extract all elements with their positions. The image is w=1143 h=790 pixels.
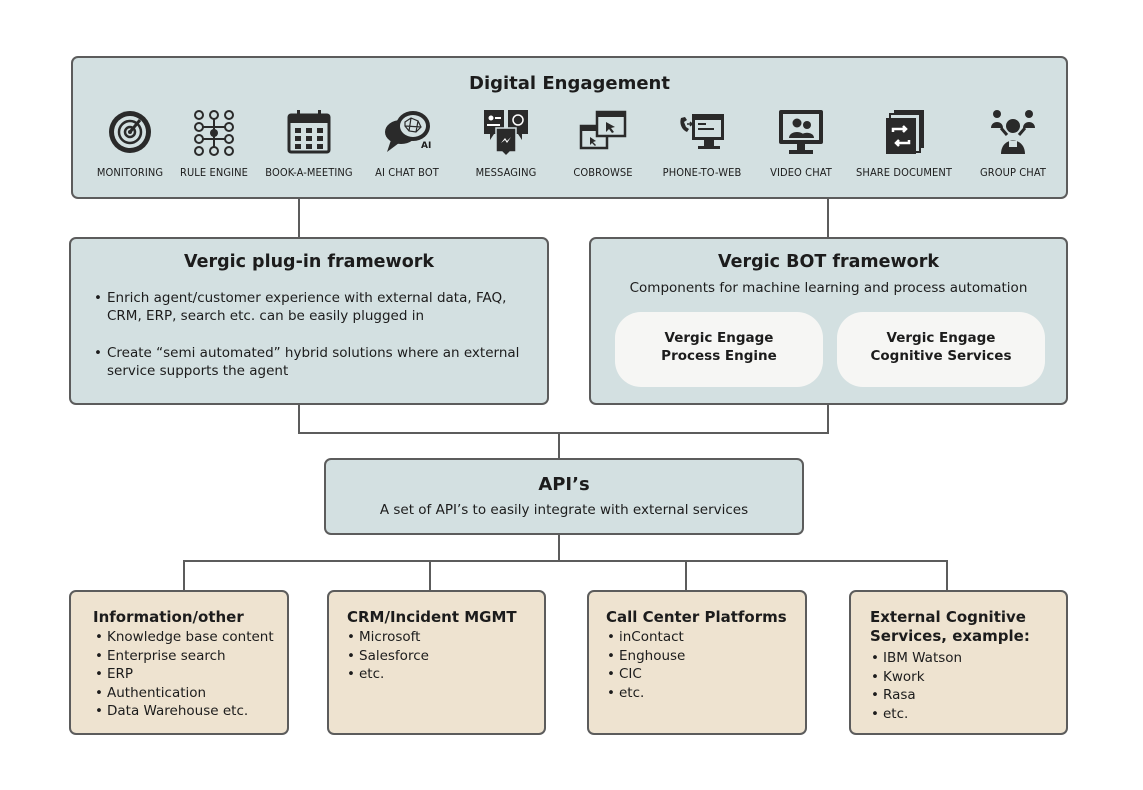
- list-item: Enterprise search: [95, 647, 274, 666]
- integration-list: Knowledge base content Enterprise search…: [95, 628, 274, 721]
- channel-rule-engine: RULE ENGINE: [154, 108, 274, 179]
- bullet-item: Enrich agent/customer experience with ex…: [94, 289, 527, 325]
- title-line: External Cognitive: [870, 608, 1026, 626]
- integration-list: IBM Watson Kwork Rasa etc.: [871, 649, 962, 724]
- ai-chat-bubble-icon: [385, 111, 430, 152]
- group-chat-icon: [991, 110, 1035, 154]
- list-item: Microsoft: [347, 628, 429, 647]
- messaging-icon: [484, 110, 528, 156]
- integration-title: Call Center Platforms: [606, 608, 787, 627]
- digital-engagement-title: Digital Engagement: [469, 73, 670, 94]
- channel-label: COBROWSE: [573, 166, 633, 179]
- list-item: Authentication: [95, 684, 274, 703]
- calendar-icon: [287, 110, 331, 154]
- channel-label: BOOK-A-MEETING: [265, 166, 353, 179]
- bot-framework-subtitle: Components for machine learning and proc…: [629, 280, 1028, 296]
- channel-messaging: MESSAGING: [446, 108, 566, 179]
- plugin-framework-bullets: Enrich agent/customer experience with ex…: [94, 289, 527, 399]
- plugin-framework-panel: Vergic plug-in framework Enrich agent/cu…: [69, 237, 549, 405]
- title-line: Services, example:: [870, 627, 1030, 645]
- channel-video-chat: VIDEO CHAT: [741, 108, 861, 179]
- process-engine-component: Vergic Engage Process Engine: [615, 312, 823, 387]
- bot-framework-panel: Vergic BOT framework Components for mach…: [589, 237, 1068, 405]
- radar-icon: [109, 111, 151, 153]
- title-line: Information/other: [93, 608, 244, 626]
- component-line: Cognitive Services: [870, 348, 1012, 364]
- cobrowse-screens-icon: [579, 110, 627, 150]
- list-item: Salesforce: [347, 647, 429, 666]
- integration-title: Information/other: [93, 608, 244, 627]
- list-item: ERP: [95, 665, 274, 684]
- list-item: etc.: [871, 705, 962, 724]
- api-panel: API’s A set of API’s to easily integrate…: [324, 458, 804, 535]
- share-document-icon: [886, 110, 924, 154]
- list-item: etc.: [607, 684, 685, 703]
- channel-group-chat: GROUP CHAT: [953, 108, 1073, 179]
- plugin-framework-title: Vergic plug-in framework: [183, 252, 435, 272]
- integration-crm-incident: CRM/Incident MGMT Microsoft Salesforce e…: [327, 590, 546, 735]
- channel-book-a-meeting: BOOK-A-MEETING: [249, 108, 369, 179]
- phone-to-web-icon: [680, 114, 724, 149]
- channel-label: SHARE DOCUMENT: [856, 166, 952, 179]
- integration-title: External Cognitive Services, example:: [870, 608, 1030, 646]
- list-item: Kwork: [871, 668, 962, 687]
- list-item: etc.: [347, 665, 429, 684]
- integration-list: Microsoft Salesforce etc.: [347, 628, 429, 684]
- channel-label: MESSAGING: [475, 166, 537, 179]
- list-item: CIC: [607, 665, 685, 684]
- title-line: CRM/Incident MGMT: [347, 608, 517, 626]
- integration-title: CRM/Incident MGMT: [347, 608, 517, 627]
- list-item: Data Warehouse etc.: [95, 702, 274, 721]
- bullet-item: Create “semi automated” hybrid solutions…: [94, 344, 527, 380]
- channel-label: RULE ENGINE: [179, 166, 249, 179]
- channel-label: MONITORING: [96, 166, 164, 179]
- title-line: Call Center Platforms: [606, 608, 787, 626]
- integration-external-cognitive: External Cognitive Services, example: IB…: [849, 590, 1068, 735]
- video-chat-monitor-icon: [779, 110, 823, 154]
- component-line: Vergic Engage: [664, 330, 774, 346]
- api-subtitle: A set of API’s to easily integrate with …: [379, 502, 749, 518]
- integration-information-other: Information/other Knowledge base content…: [69, 590, 289, 735]
- channel-label: PHONE-TO-WEB: [662, 166, 742, 179]
- api-title: API’s: [538, 474, 590, 495]
- list-item: Rasa: [871, 686, 962, 705]
- ai-badge: AI: [421, 141, 432, 151]
- channel-ai-chat-bot: AI AI CHAT BOT: [347, 108, 467, 179]
- component-line: Vergic Engage: [886, 330, 996, 346]
- cognitive-services-component: Vergic Engage Cognitive Services: [837, 312, 1045, 387]
- list-item: inContact: [607, 628, 685, 647]
- list-item: Knowledge base content: [95, 628, 274, 647]
- channel-monitoring: MONITORING: [70, 108, 190, 179]
- digital-engagement-panel: Digital Engagement MONITORING RULE: [71, 56, 1068, 199]
- channel-label: GROUP CHAT: [979, 166, 1046, 179]
- bot-framework-title: Vergic BOT framework: [718, 252, 939, 272]
- integration-call-center: Call Center Platforms inContact Enghouse…: [587, 590, 807, 735]
- channel-phone-to-web: PHONE-TO-WEB: [642, 108, 762, 179]
- channel-cobrowse: COBROWSE: [543, 108, 663, 179]
- component-line: Process Engine: [661, 348, 777, 364]
- list-item: Enghouse: [607, 647, 685, 666]
- channel-share-document: SHARE DOCUMENT: [844, 108, 964, 179]
- rule-network-icon: [194, 110, 234, 156]
- list-item: IBM Watson: [871, 649, 962, 668]
- channel-label: VIDEO CHAT: [770, 166, 832, 179]
- channel-label: AI CHAT BOT: [375, 166, 439, 179]
- integration-list: inContact Enghouse CIC etc.: [607, 628, 685, 703]
